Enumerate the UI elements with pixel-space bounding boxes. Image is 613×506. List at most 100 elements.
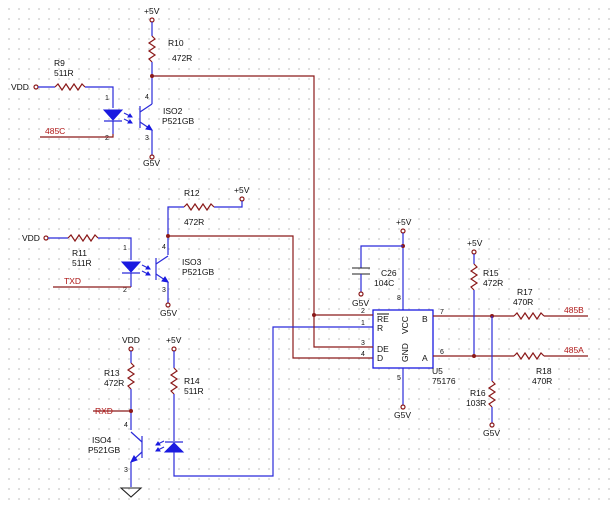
iso4-supply-label: +5V <box>166 335 182 345</box>
iso4-vdd-label: VDD <box>122 335 140 345</box>
u5-chip-body <box>372 309 434 369</box>
485c-net-wire <box>40 134 114 138</box>
r11-ref: R11 <box>72 248 87 258</box>
iso2-pin4: 4 <box>145 94 149 101</box>
iso3-supply-terminal <box>239 196 245 202</box>
r16-gnd-label: G5V <box>483 428 500 438</box>
iso4-ground-symbol <box>119 487 143 498</box>
c26-gnd-terminal <box>358 291 364 297</box>
u5-supply-terminal <box>400 228 406 234</box>
iso2-vdd-terminal <box>33 84 39 90</box>
iso4-vdd-terminal <box>128 346 134 352</box>
u5-ref: U5 <box>432 366 443 376</box>
u5-gnd-label: G5V <box>394 410 411 420</box>
iso4-section: VDD R13 472R RXD 4 3 ISO4 P521GB +5V <box>88 326 373 498</box>
r13-value: 472R <box>104 378 124 388</box>
iso4-light-arrows <box>155 440 165 452</box>
r18-resistor <box>513 351 545 361</box>
rxd-net-label: RXD <box>95 406 113 416</box>
iso3-phototransistor <box>155 255 169 283</box>
r16-ref: R16 <box>470 388 486 398</box>
d-net-wire <box>168 235 373 359</box>
u5-gnd-terminal <box>400 404 406 410</box>
iso3-pin1: 1 <box>123 245 127 252</box>
r11-resistor <box>67 233 99 243</box>
u5-pin-gnd-label: GND <box>400 343 410 362</box>
r11-value: 511R <box>72 258 92 268</box>
c26-ref: C26 <box>381 268 397 278</box>
485b-net-label: 485B <box>564 305 584 315</box>
iso2-ref: ISO2 <box>163 106 183 116</box>
r15-supply-label: +5V <box>467 238 483 248</box>
r10-value: 472R <box>172 53 192 63</box>
r15-resistor <box>469 263 479 291</box>
r9-value: 511R <box>54 68 74 78</box>
u5-pin5: 5 <box>397 375 401 382</box>
u5-pin1: 1 <box>361 320 365 327</box>
iso3-ref: ISO3 <box>182 257 202 267</box>
u5-part: 75176 <box>432 376 456 386</box>
iso4-part: P521GB <box>88 445 120 455</box>
c26-gnd-label: G5V <box>352 298 369 308</box>
u5-pin-vcc-label: VCC <box>400 316 410 334</box>
iso4-supply-terminal <box>171 346 177 352</box>
r14-value: 511R <box>184 386 204 396</box>
iso3-pin2: 2 <box>123 287 127 294</box>
u5-pin7: 7 <box>440 309 444 316</box>
r13-ref: R13 <box>104 368 120 378</box>
u5-pin4: 4 <box>361 351 365 358</box>
re-net-wire <box>152 75 315 315</box>
u5-section: +5V C26 104C G5V 8 RE R DE D VCC GND B A… <box>312 217 588 438</box>
u5-pin-b-label: B <box>422 314 428 324</box>
r-net-wire <box>173 326 373 477</box>
iso2-phototransistor <box>139 103 153 131</box>
u5-pin-d-label: D <box>377 353 383 363</box>
iso2-pin3: 3 <box>145 135 149 142</box>
r18-value: 470R <box>532 376 552 386</box>
de-net-wire <box>313 315 373 348</box>
485c-net-label: 485C <box>45 126 65 136</box>
u5-pin8: 8 <box>397 295 401 302</box>
r18-ref: R18 <box>536 366 552 376</box>
iso4-ref: ISO4 <box>92 435 112 445</box>
r16-gnd-terminal <box>489 422 495 428</box>
r12-resistor <box>183 202 215 212</box>
r12-ref: R12 <box>184 188 200 198</box>
r12-value: 472R <box>184 217 204 227</box>
iso4-pin4: 4 <box>124 422 128 429</box>
r17-value: 470R <box>513 297 533 307</box>
iso3-section: +5V R12 472R 4 VDD R11 511R 1 2 TXD <box>22 185 373 359</box>
iso3-gnd-label: G5V <box>160 308 177 318</box>
iso2-vdd-label: VDD <box>11 82 29 92</box>
iso2-gnd-terminal <box>149 154 155 160</box>
r9-resistor <box>54 82 86 92</box>
a-line-junction-r15 <box>472 354 476 358</box>
iso4-phototransistor <box>130 431 143 463</box>
r14-resistor <box>169 367 179 395</box>
r16-resistor <box>487 380 497 408</box>
r17-resistor <box>513 311 545 321</box>
u5-pin-a-label: A <box>422 353 428 363</box>
u5-pin-re-label: RE <box>377 314 389 324</box>
r13-resistor <box>126 362 136 390</box>
iso2-supply-terminal <box>149 17 155 23</box>
iso2-part: P521GB <box>162 116 194 126</box>
iso2-section: +5V R10 472R VDD R9 511R 1 2 485C <box>11 6 315 315</box>
r9-ref: R9 <box>54 58 65 68</box>
iso3-pin4: 4 <box>162 244 166 251</box>
iso2-pin1: 1 <box>105 95 109 102</box>
iso3-vdd-terminal <box>43 235 49 241</box>
u5-pin-de-label: DE <box>377 344 389 354</box>
iso3-supply-label: +5V <box>234 185 250 195</box>
iso2-supply-label: +5V <box>144 6 160 16</box>
c26-value: 104C <box>374 278 394 288</box>
txd-net-label: TXD <box>64 276 81 286</box>
r16-value: 103R <box>466 398 486 408</box>
r15-ref: R15 <box>483 268 499 278</box>
u5-pin3: 3 <box>361 340 365 347</box>
r10-resistor <box>147 35 157 63</box>
iso3-gnd-terminal <box>165 302 171 308</box>
u5-pin-r-label: R <box>377 323 383 333</box>
485a-net-label: 485A <box>564 345 584 355</box>
